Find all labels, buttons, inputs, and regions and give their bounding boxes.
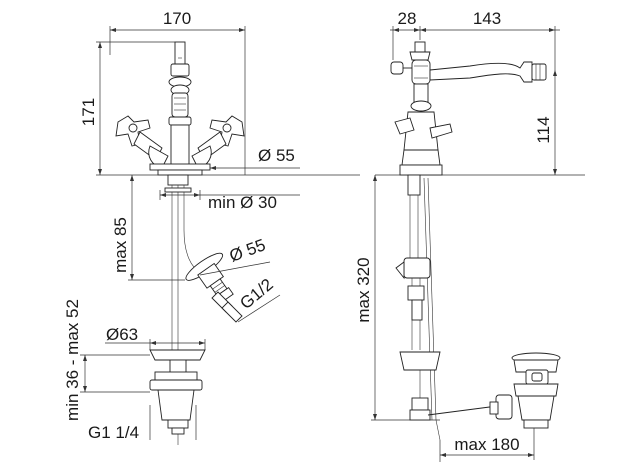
- dim-hose-diameter: Ø 55: [227, 235, 268, 265]
- dim-front-width: 170: [163, 9, 191, 28]
- dim-side-max-180: max 180: [454, 435, 519, 454]
- front-view: 170 171: [63, 9, 360, 445]
- dim-drain-thread: G1 1/4: [88, 423, 139, 442]
- dim-front-diameter: Ø 55: [258, 146, 295, 165]
- dim-side-28: 28: [398, 9, 417, 28]
- dim-side-114: 114: [534, 116, 553, 143]
- dim-min-hole: min Ø 30: [208, 193, 277, 212]
- dim-front-height: 171: [79, 98, 98, 126]
- right-handle-icon: [191, 115, 245, 169]
- side-view: 28 143 114 max 320: [354, 9, 585, 462]
- dim-range-36-52: min 36 - max 52: [63, 299, 82, 421]
- dim-side-max-320: max 320: [354, 257, 373, 322]
- dim-max-85: max 85: [111, 217, 130, 273]
- dim-base-diameter: Ø63: [106, 325, 138, 344]
- dim-side-143: 143: [473, 9, 501, 28]
- left-handle-icon: [115, 115, 169, 169]
- dim-thread-half: G1/2: [236, 275, 276, 313]
